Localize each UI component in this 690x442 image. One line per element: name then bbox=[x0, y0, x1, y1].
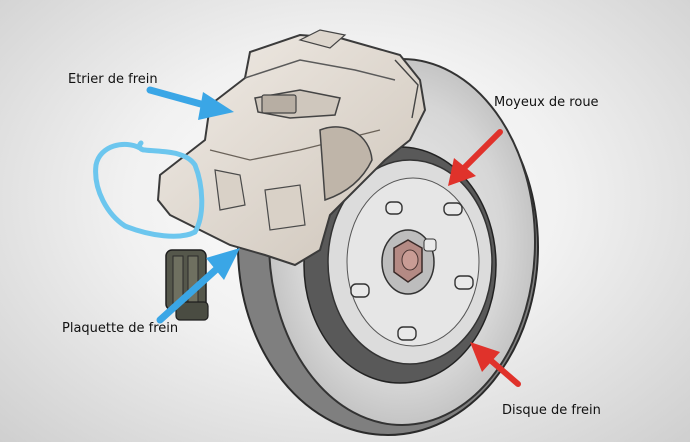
brake-pad bbox=[165, 249, 209, 321]
red-arrow-icon bbox=[448, 129, 503, 186]
caliper-label: Etrier de frein bbox=[68, 72, 158, 87]
disc-label: Disque de frein bbox=[502, 403, 601, 418]
pad-label: Plaquette de frein bbox=[62, 321, 179, 336]
red-arrow-icon bbox=[470, 342, 521, 387]
highlight-loop bbox=[93, 140, 205, 239]
wheel-hub bbox=[350, 201, 474, 341]
hub-label: Moyeux de roue bbox=[494, 95, 599, 110]
brake-caliper bbox=[156, 29, 427, 267]
blue-arrow-icon bbox=[156, 248, 240, 324]
blue-arrow-icon bbox=[146, 86, 234, 120]
